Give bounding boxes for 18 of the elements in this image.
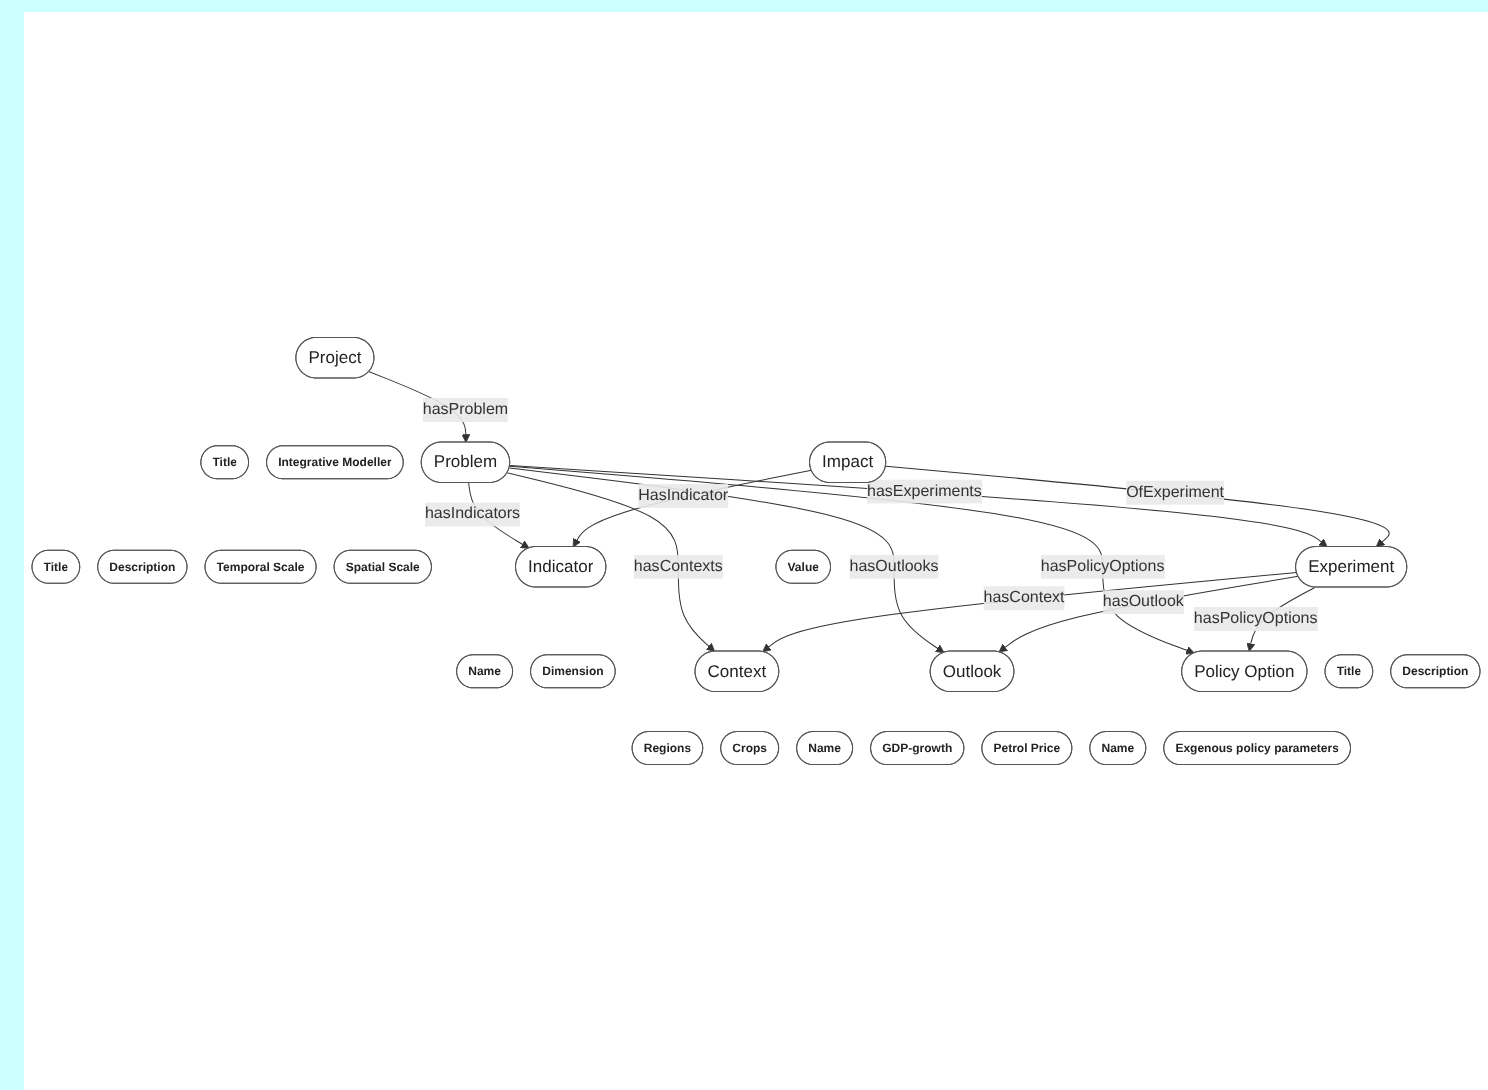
edge-label: OfExperiment: [1126, 483, 1225, 501]
arrow: [506, 472, 716, 652]
edge-label: HasIndicator: [638, 487, 729, 505]
edge-label: hasProblem: [422, 400, 509, 418]
edge-label: hasPolicyOptions: [1040, 557, 1165, 575]
arrow: [572, 469, 812, 548]
edge-label: hasPolicyOptions: [1193, 610, 1318, 628]
arrow: [509, 465, 1328, 548]
edge-label: hasContext: [983, 589, 1065, 607]
edge-label: hasExperiments: [867, 482, 982, 500]
edge-label: hasIndicators: [424, 505, 521, 523]
edge-label: hasOutlooks: [849, 557, 939, 575]
edge-label: hasContexts: [633, 557, 723, 575]
arrow: [998, 575, 1299, 653]
arrow: [762, 572, 1298, 653]
edge-label: hasOutlook: [1102, 593, 1184, 611]
arrow: [885, 465, 1390, 548]
arrow: [509, 465, 1195, 655]
